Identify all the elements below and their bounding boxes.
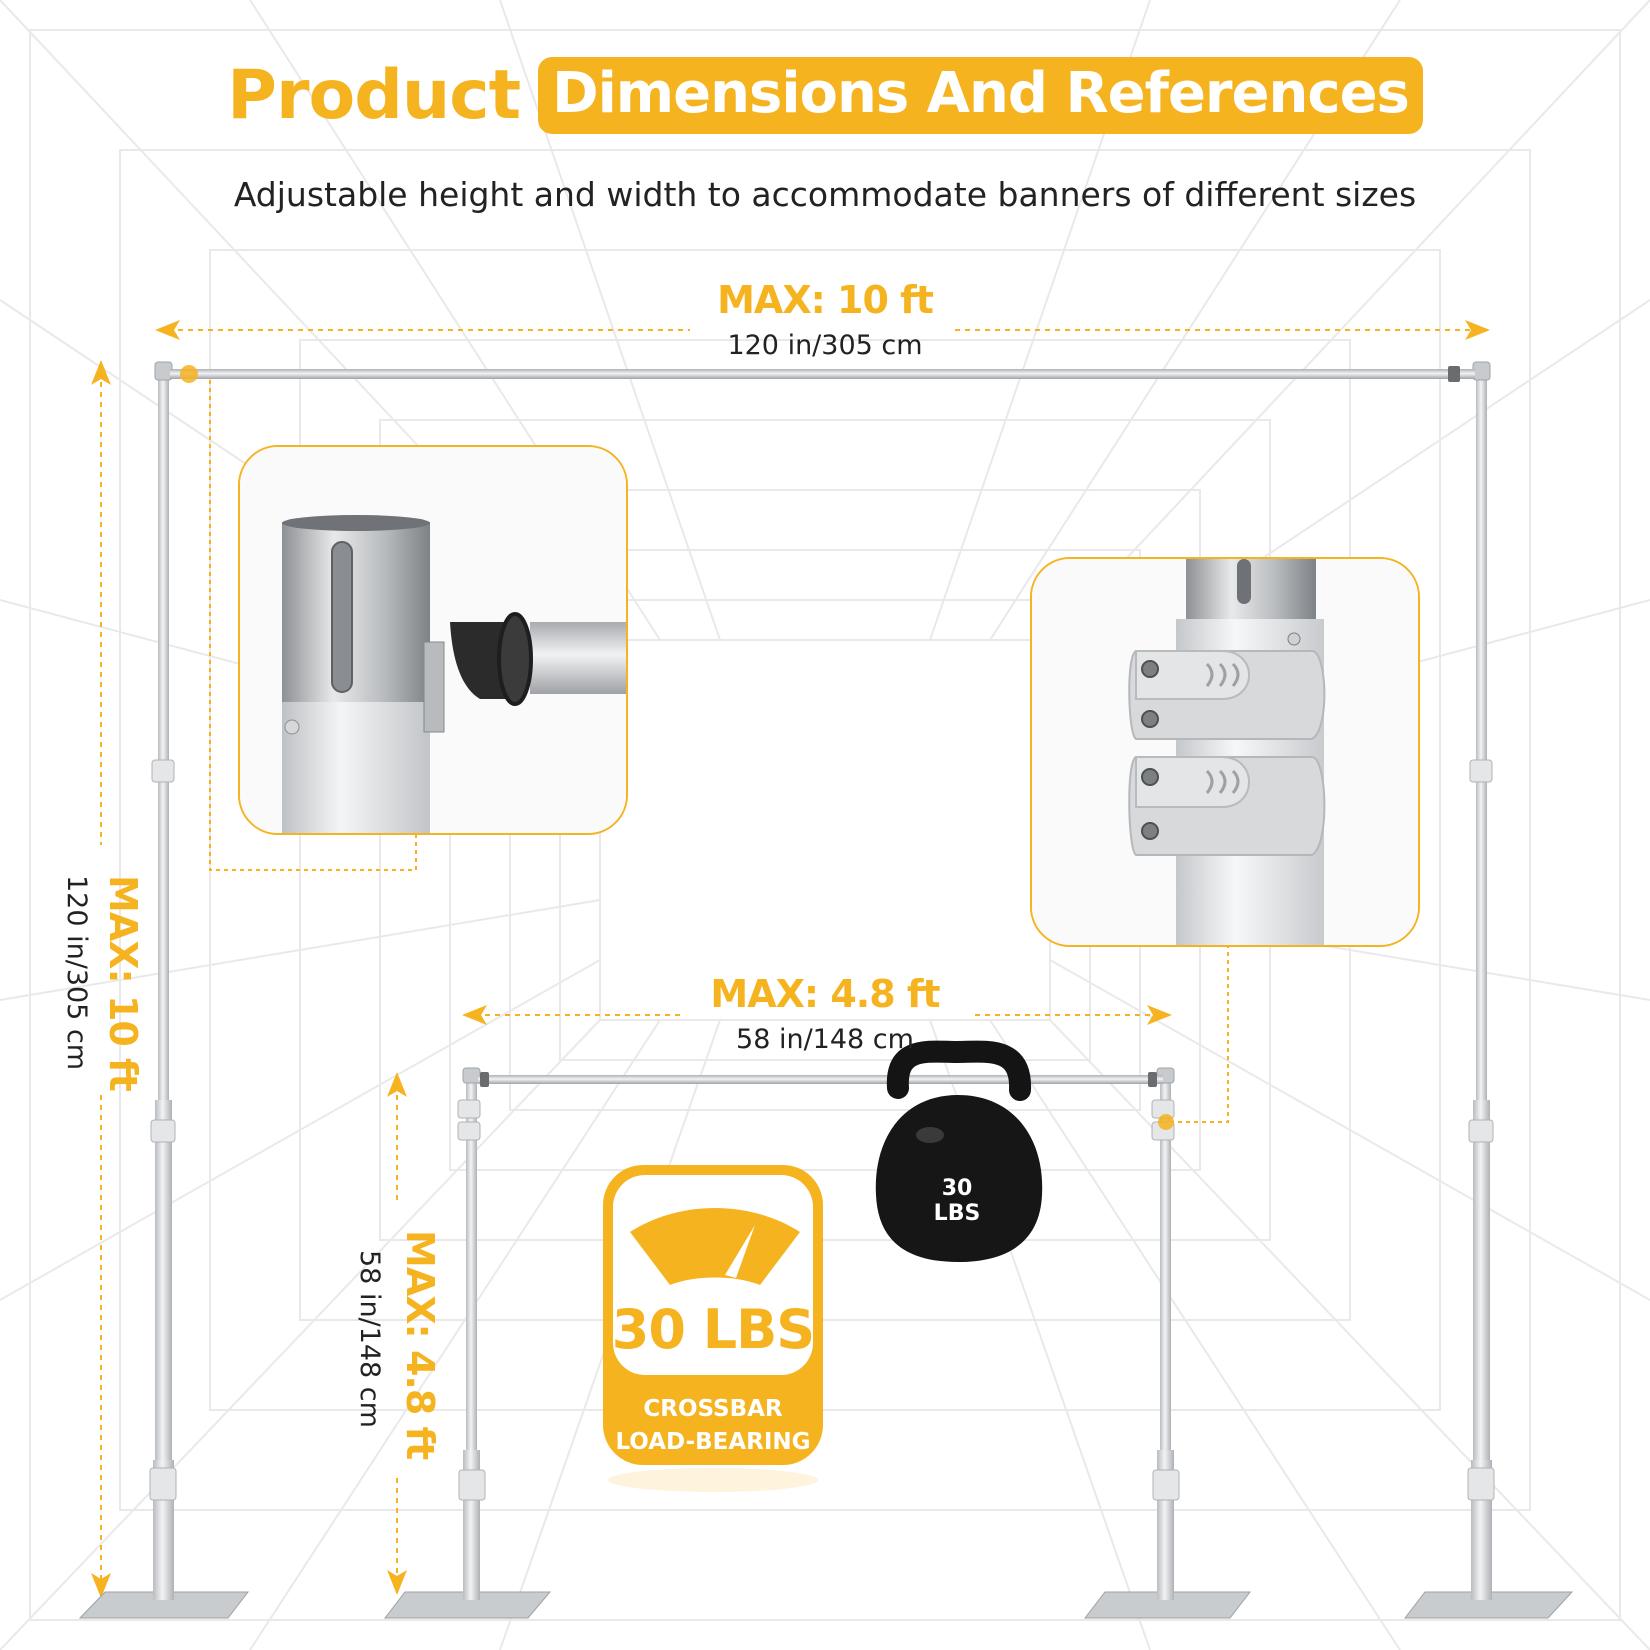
kettlebell-icon: 30 LBS — [875, 1040, 1043, 1262]
crossbar-joint-illustration — [240, 447, 626, 833]
load-badge — [603, 1165, 823, 1492]
inner-width-label: MAX: 4.8 ft — [710, 972, 940, 1016]
outer-height-label: MAX: 10 ft — [101, 875, 145, 1091]
load-label-line-2: LOAD-BEARING — [615, 1429, 811, 1455]
outer-height-sub: 120 in/305 cm — [61, 875, 92, 1071]
inset-telescopic-clamp — [1030, 557, 1420, 947]
clamp-illustration — [1032, 559, 1418, 945]
callout-leaders — [188, 377, 1229, 1123]
load-value: 30 LBS — [611, 1298, 815, 1361]
inner-width-sub: 58 in/148 cm — [736, 1024, 914, 1055]
inner-height-sub: 58 in/148 cm — [354, 1250, 385, 1428]
title-part-2-highlight: Dimensions And References — [538, 57, 1423, 134]
kettlebell-weight-number: 30 — [942, 1176, 973, 1201]
inner-height-dimension-line — [387, 1072, 407, 1595]
gauge-icon — [630, 1208, 800, 1285]
outer-height-dimension-line — [91, 360, 111, 1598]
load-label-line-1: CROSSBAR — [643, 1396, 783, 1422]
kettlebell-weight-unit: LBS — [934, 1201, 981, 1226]
title-part-1: Product — [227, 56, 521, 135]
inner-height-label: MAX: 4.8 ft — [398, 1230, 442, 1460]
inset-crossbar-joint — [238, 445, 628, 835]
outer-width-sub: 120 in/305 cm — [727, 330, 923, 361]
outer-stand — [78, 361, 1574, 1619]
outer-width-label: MAX: 10 ft — [717, 278, 934, 322]
inner-stand — [383, 1067, 1252, 1619]
inner-width-dimension-line — [462, 1005, 1172, 1025]
page-subtitle: Adjustable height and width to accommoda… — [233, 175, 1417, 214]
outer-width-dimension-line — [155, 320, 1490, 340]
